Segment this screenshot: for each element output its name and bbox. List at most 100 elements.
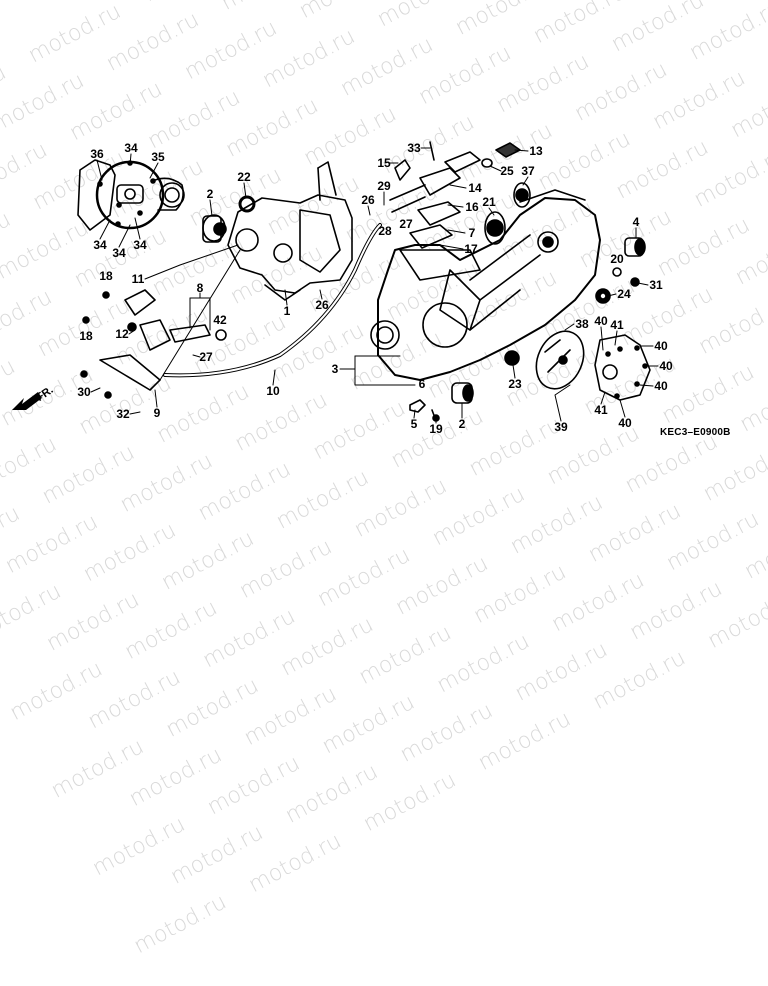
watermark-text: motod.ru bbox=[47, 734, 149, 804]
callout-number: 2 bbox=[458, 417, 466, 431]
callout-number: 34 bbox=[112, 246, 126, 260]
bearing-2-part bbox=[202, 214, 227, 243]
callout-number: 6 bbox=[418, 377, 426, 391]
clip-5-part bbox=[409, 399, 426, 413]
callout-number: 18 bbox=[99, 269, 113, 283]
watermark-text: motod.ru bbox=[88, 811, 190, 882]
bolt-19-part bbox=[431, 409, 440, 422]
callout-number: 40 bbox=[594, 314, 608, 328]
watermark-text: motod.ru bbox=[42, 587, 144, 657]
watermark-text: motod.ru bbox=[510, 637, 612, 707]
callout-number: 7 bbox=[468, 226, 476, 240]
callout-number: 36 bbox=[90, 147, 104, 161]
callout-number: 9 bbox=[153, 406, 161, 420]
callout-number: 32 bbox=[116, 407, 130, 421]
oring-25-part bbox=[481, 158, 493, 168]
callout-number: 18 bbox=[79, 329, 93, 343]
callout-number: 41 bbox=[594, 403, 608, 417]
callout-number: 11 bbox=[131, 272, 145, 286]
callout-number: 28 bbox=[378, 224, 392, 238]
watermark-text: motod.ru bbox=[359, 767, 461, 837]
callout-number: 41 bbox=[610, 318, 624, 332]
callout-number: 29 bbox=[377, 179, 391, 193]
callout-number: 40 bbox=[654, 339, 668, 353]
callout-number: 8 bbox=[196, 281, 204, 295]
breather-tube-part bbox=[163, 223, 382, 378]
exploded-parts-diagram bbox=[12, 141, 659, 424]
fan-38-part bbox=[535, 330, 585, 390]
callout-number: 40 bbox=[618, 416, 632, 430]
callout-number: 14 bbox=[468, 181, 482, 195]
watermark-text: motod.ru bbox=[318, 689, 419, 760]
callout-number: 34 bbox=[124, 141, 138, 155]
callout-number: 34 bbox=[133, 238, 147, 252]
watermark-text: motod.ru bbox=[703, 584, 768, 654]
watermark-text: motod.ru bbox=[129, 889, 231, 960]
bolt-31-part bbox=[630, 277, 640, 287]
callout-number: 35 bbox=[151, 150, 165, 164]
bushing-4-part bbox=[624, 237, 646, 257]
watermark-text: motod.ru bbox=[588, 645, 690, 715]
callout-number: 27 bbox=[399, 217, 413, 231]
watermark-text: motod.ru bbox=[276, 612, 378, 682]
callout-number: 37 bbox=[521, 164, 535, 178]
watermark-text: motod.ru bbox=[5, 656, 107, 726]
callout-number: 30 bbox=[77, 385, 91, 399]
callout-number: 4 bbox=[632, 215, 640, 229]
callout-number: 15 bbox=[377, 156, 391, 170]
left-cover-part bbox=[77, 159, 185, 231]
callout-number: 38 bbox=[575, 317, 589, 331]
watermark-text: motod.ru bbox=[240, 681, 341, 751]
diagram-code: KEC3–E0900B bbox=[660, 427, 731, 438]
callout-number: 1 bbox=[283, 304, 291, 318]
watermark-text: motod.ru bbox=[432, 628, 534, 699]
watermark-text: motod.ru bbox=[166, 820, 268, 890]
watermark-text: motod.ru bbox=[354, 620, 456, 690]
callout-number: 34 bbox=[93, 238, 107, 252]
watermark-text: motod.ru bbox=[198, 603, 300, 674]
callout-number: 12 bbox=[115, 327, 129, 341]
watermark-text: motod.ru bbox=[161, 673, 263, 743]
callout-number: 22 bbox=[237, 170, 251, 184]
watermark-text: motod.ru bbox=[120, 595, 222, 665]
watermark-text: motod.ru bbox=[125, 742, 227, 812]
callout-number: 39 bbox=[554, 420, 568, 434]
callout-number: 19 bbox=[429, 422, 443, 436]
watermark-text: motod.ru bbox=[281, 759, 383, 829]
bearing-37-part bbox=[513, 182, 531, 208]
callout-number: 13 bbox=[529, 144, 543, 158]
left-crankcase-part bbox=[227, 161, 353, 301]
main-crankcase-part bbox=[370, 189, 601, 381]
callout-number: 40 bbox=[654, 379, 668, 393]
generator-cover-part bbox=[594, 334, 651, 401]
bearing-2b-part bbox=[451, 382, 474, 404]
callout-number: 5 bbox=[410, 417, 418, 431]
seal-22-part bbox=[238, 195, 256, 213]
callout-number: 10 bbox=[266, 384, 280, 398]
callout-number: 17 bbox=[464, 242, 478, 256]
callout-number: 31 bbox=[649, 278, 663, 292]
oil-pump-assembly-part bbox=[80, 289, 227, 399]
callout-number: 3 bbox=[331, 362, 339, 376]
front-arrow-icon bbox=[12, 392, 42, 410]
leader-lines bbox=[90, 147, 659, 424]
callout-number: 33 bbox=[407, 141, 421, 155]
callout-number: 24 bbox=[617, 287, 631, 301]
bearing-21-part bbox=[484, 211, 506, 245]
callout-number: 27 bbox=[199, 350, 213, 364]
watermark-text: motod.ru bbox=[203, 750, 305, 821]
callout-number: 26 bbox=[361, 193, 375, 207]
callout-number: 40 bbox=[659, 359, 673, 373]
watermark-text: motod.ru bbox=[396, 698, 497, 768]
watermark-text: motod.ru bbox=[474, 706, 576, 776]
reed-valve-parts bbox=[389, 141, 481, 249]
callout-number: 25 bbox=[500, 164, 514, 178]
callout-number: 42 bbox=[213, 313, 227, 327]
seal-23-part bbox=[504, 350, 520, 366]
callout-number: 26 bbox=[315, 298, 329, 312]
callout-number: 21 bbox=[482, 195, 496, 209]
washer-20-part bbox=[612, 267, 622, 277]
callout-number: 16 bbox=[465, 200, 479, 214]
watermark-text: motod.ru bbox=[244, 828, 346, 899]
callout-number: 20 bbox=[610, 252, 624, 266]
